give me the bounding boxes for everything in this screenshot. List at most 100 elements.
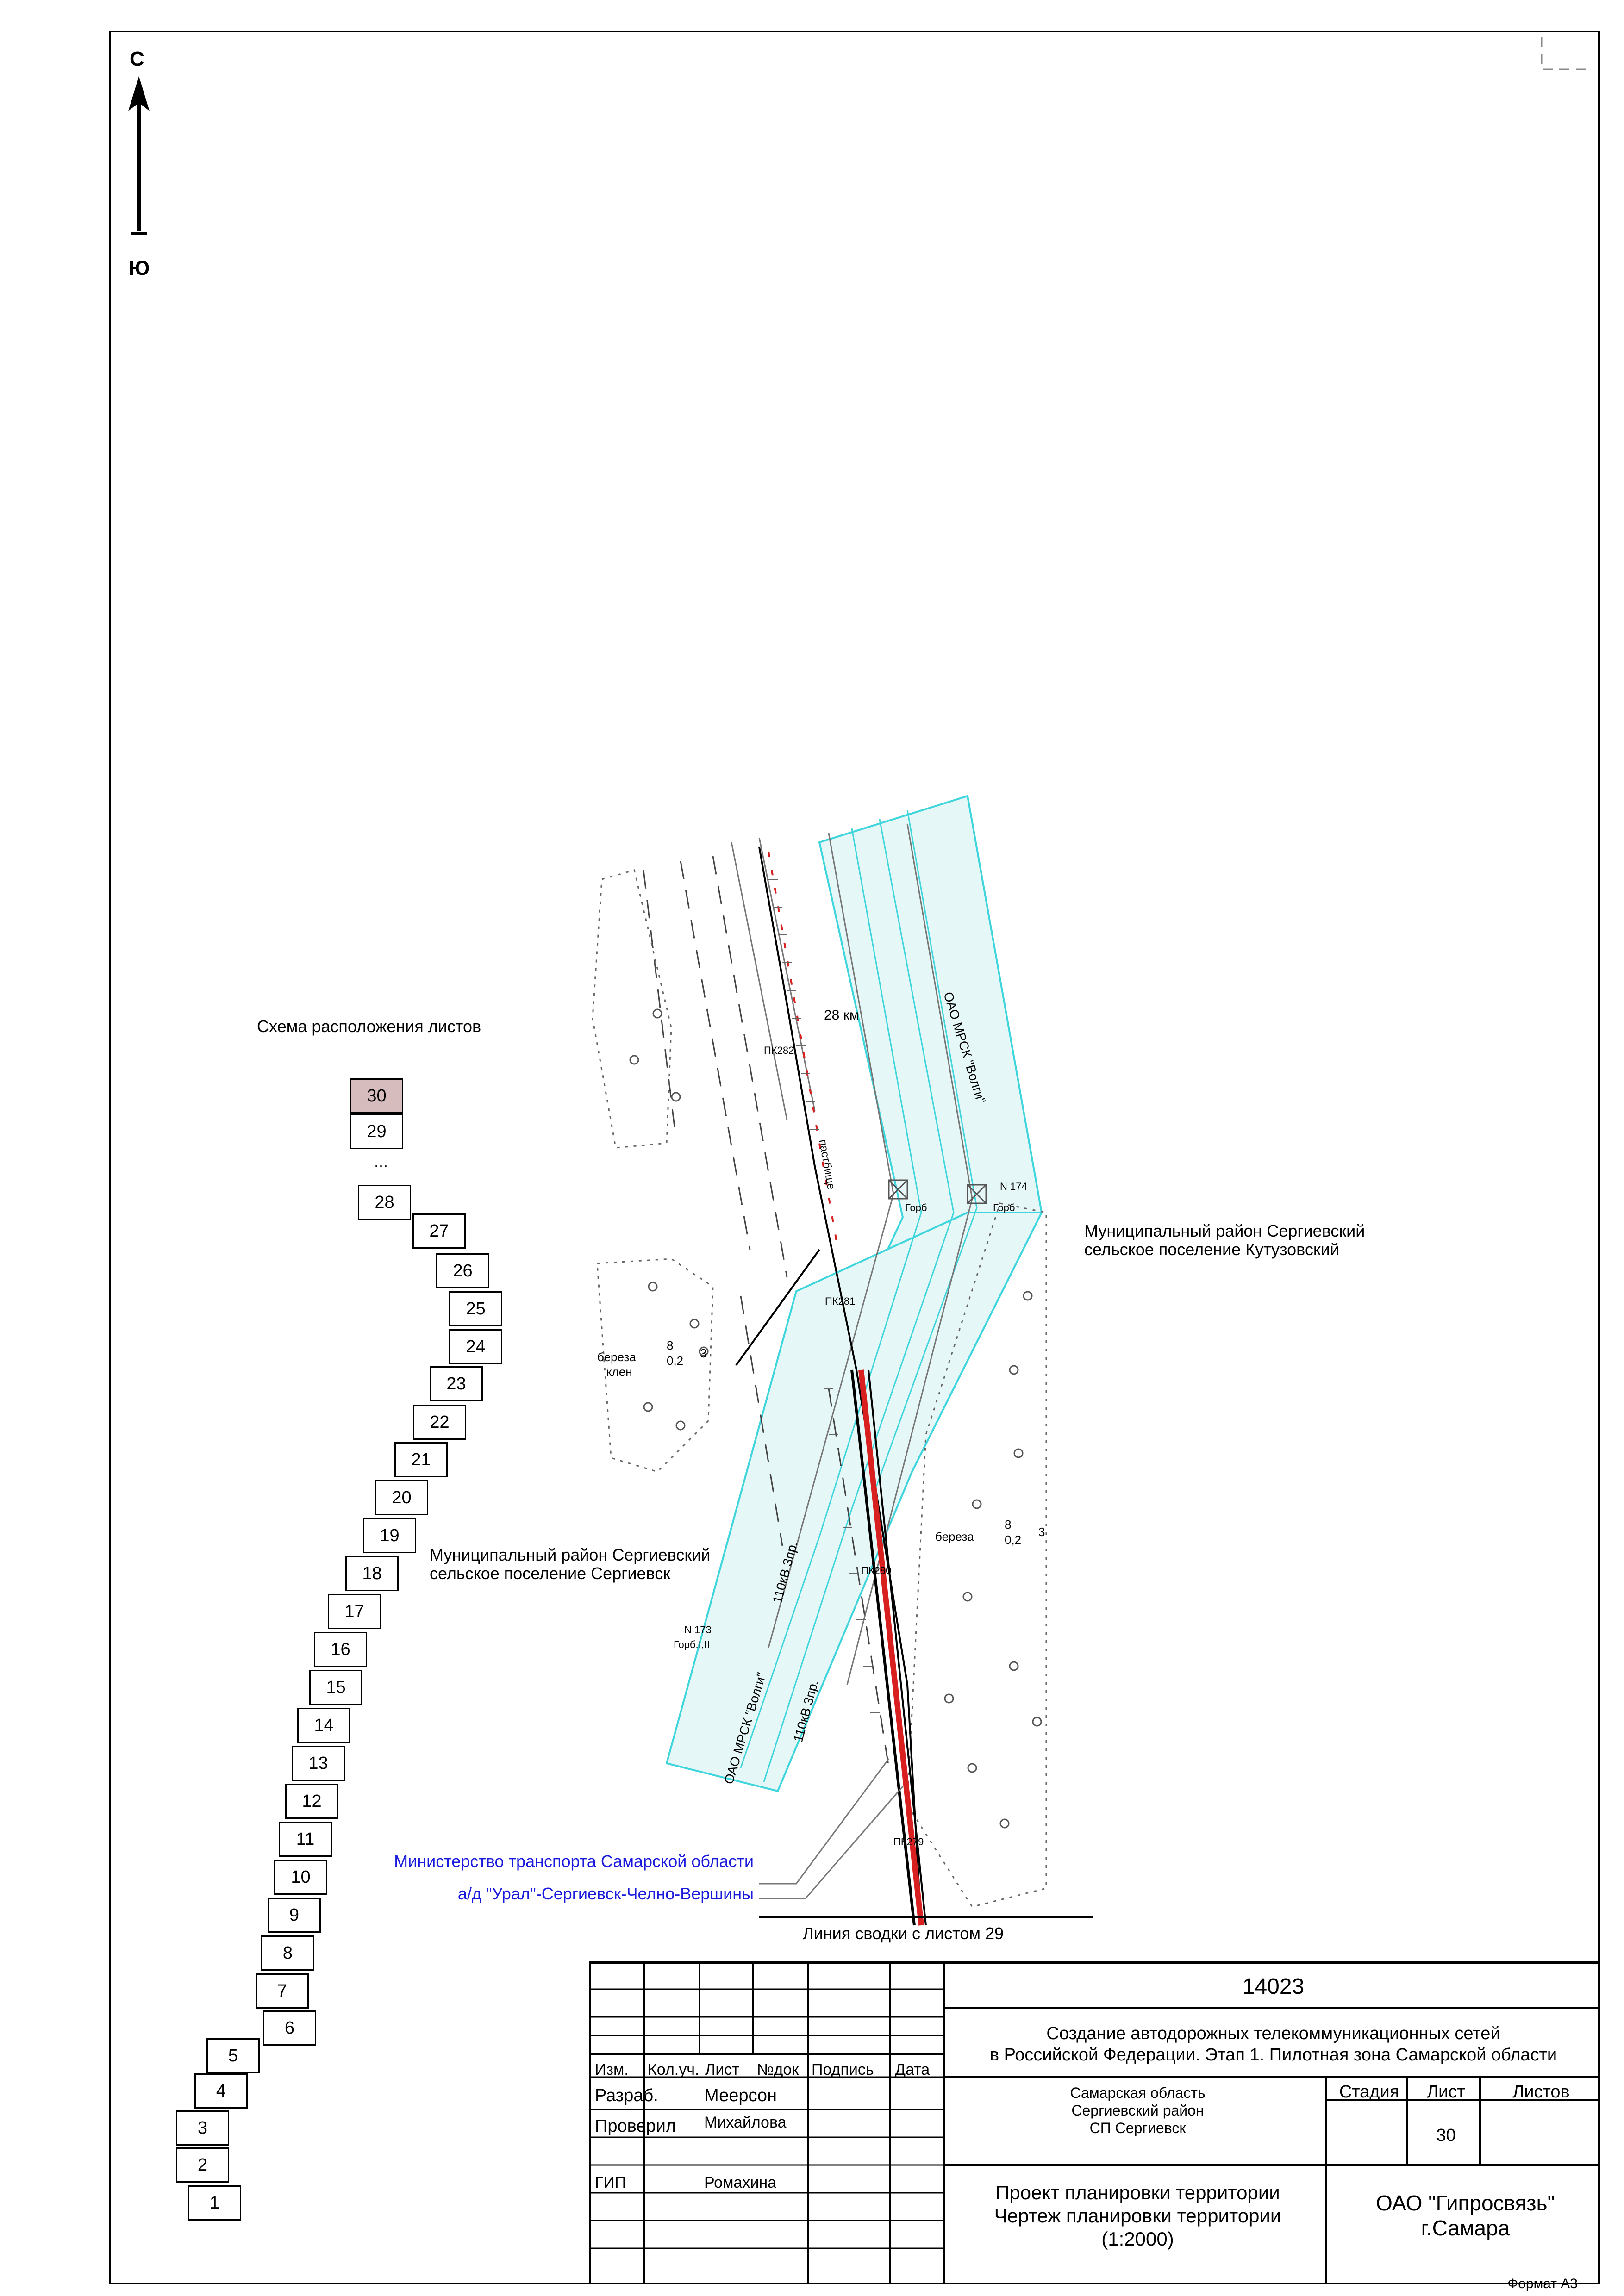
area-contours (592, 869, 1047, 1908)
role-developer: Разраб. (595, 2086, 658, 2105)
project-code: 14023 (1242, 1974, 1305, 1999)
tower-gorb-1 (888, 1179, 908, 1200)
field-boundaries (643, 856, 890, 1768)
district-right-line2: сельское поселение Кутузовский (1084, 1240, 1339, 1259)
north-arrow-icon (128, 76, 150, 235)
highway (768, 851, 927, 1926)
sheet-17[interactable]: 17 (328, 1594, 381, 1629)
km-label: 28 км (824, 1008, 859, 1023)
zone-line-1 (740, 828, 922, 1768)
sheet-14[interactable]: 14 (297, 1708, 350, 1743)
gorb-lower-label: Горб.I,II (674, 1639, 710, 1650)
name-developer: Меерсон (704, 2086, 777, 2105)
sheet-19[interactable]: 19 (363, 1518, 416, 1553)
tree-species-2: клен (606, 1365, 632, 1379)
pk279-label: ПК279 (893, 1836, 924, 1848)
name-checker: Михайлова (704, 2114, 787, 2131)
sheet-22[interactable]: 22 (413, 1405, 466, 1440)
sheet-1[interactable]: 1 (188, 2185, 241, 2221)
road-branch (735, 1249, 820, 1366)
sheet-13[interactable]: 13 (292, 1746, 345, 1781)
boundary-5 (828, 1388, 890, 1768)
zone-line-3 (874, 809, 978, 1491)
title-block-grid (589, 1961, 1600, 2284)
sheet-next[interactable]: 29 (350, 1114, 403, 1149)
sheet-21[interactable]: 21 (394, 1442, 448, 1477)
tree-left-height: 8 (667, 1338, 674, 1352)
district-left-line2: сельское поселение Сергиевск (430, 1564, 670, 1583)
sheet-6[interactable]: 6 (263, 2010, 316, 2046)
ministry-line1: Министерство транспорта Самарской област… (394, 1852, 754, 1871)
pk280-label: ПК280 (861, 1565, 892, 1576)
sheet-16[interactable]: 16 (314, 1632, 367, 1667)
format-label: Формат А3 (1507, 2276, 1578, 2291)
highway-red-band (858, 1369, 924, 1926)
tree-right-height: 8 (1005, 1518, 1012, 1531)
sheet-7[interactable]: 7 (256, 1973, 309, 2009)
protection-zones (665, 795, 1043, 1792)
tree-marks (629, 1008, 1042, 1829)
power-lines (731, 823, 973, 1685)
sheet-value: 30 (1436, 2126, 1456, 2145)
sheet-18[interactable]: 18 (345, 1556, 399, 1591)
location-line2: Сергиевский район (1071, 2102, 1204, 2119)
location-line3: СП Сергиевск (1089, 2120, 1186, 2136)
drawing-title-line1: Проект планировки территории (995, 2182, 1280, 2203)
sheet-24[interactable]: 24 (449, 1329, 502, 1364)
header-podpis: Подпись (812, 2061, 874, 2078)
name-gip: Ромахина (704, 2174, 777, 2191)
sheet-3[interactable]: 3 (176, 2110, 229, 2146)
role-checker: Проверил (595, 2116, 676, 2136)
tree-left-spacing: 3 (700, 1346, 707, 1360)
organization-city: г.Самара (1421, 2216, 1510, 2240)
tree-right-diameter: 0,2 (1005, 1533, 1022, 1547)
sheet-8[interactable]: 8 (261, 1935, 314, 1971)
match-line-label: Линия сводки с листом 29 (803, 1924, 1004, 1943)
header-kol-uch: Кол.уч. (648, 2061, 700, 2078)
pk282-label: ПК282 (764, 1045, 794, 1056)
sheet-15[interactable]: 15 (309, 1670, 362, 1705)
powerline-2 (906, 823, 973, 1199)
n174-label: N 174 (1000, 1181, 1027, 1192)
boundary-3 (712, 856, 788, 1278)
road-line (758, 846, 922, 1926)
district-right-line1: Муниципальный район Сергиевский (1084, 1221, 1365, 1240)
project-name-line2: в Российской Федерации. Этап 1. Пилотная… (989, 2045, 1557, 2065)
title-block: 14023 Создание автодорожных телекоммуник… (589, 1961, 1600, 2284)
planned-red-line (768, 851, 839, 1250)
sheet-9[interactable]: 9 (268, 1898, 321, 1933)
sheet-label: Лист (1427, 2082, 1465, 2102)
pk281-label: ПК281 (825, 1295, 856, 1307)
sheet-26[interactable]: 26 (436, 1253, 489, 1288)
stage-label: Стадия (1339, 2082, 1399, 2102)
sheet-11[interactable]: 11 (279, 1822, 332, 1857)
highway-edge-right (868, 1369, 927, 1926)
sheet-28[interactable]: 28 (358, 1185, 411, 1220)
tree-left-diameter: 0,2 (667, 1354, 684, 1368)
scheme-title: Схема расположения листов (257, 1017, 481, 1036)
project-name-line1: Создание автодорожных телекоммуникационн… (1046, 2024, 1500, 2043)
sheet-2[interactable]: 2 (176, 2147, 229, 2183)
drawing-frame (109, 31, 1600, 2284)
sheet-27[interactable]: 27 (412, 1213, 466, 1249)
tree-species-1: береза (597, 1350, 636, 1364)
sheets-label: Листов (1512, 2082, 1570, 2102)
sheet-20[interactable]: 20 (375, 1480, 428, 1515)
header-izm: Изм. (595, 2061, 629, 2078)
sheet-12[interactable]: 12 (285, 1784, 338, 1819)
sheet-current[interactable]: 30 (350, 1078, 403, 1114)
scheme-ellipsis: ... (374, 1152, 388, 1171)
sheet-25[interactable]: 25 (449, 1291, 502, 1326)
road-ticks (768, 879, 880, 1713)
tree-right-spacing: 3 (1038, 1525, 1045, 1539)
sheet-10[interactable]: 10 (274, 1860, 327, 1895)
compass-south-label: Ю (129, 257, 150, 280)
sheet-23[interactable]: 23 (430, 1366, 483, 1401)
header-data: Дата (895, 2061, 930, 2078)
sheet-4[interactable]: 4 (194, 2073, 248, 2109)
sheet-5[interactable]: 5 (206, 2038, 260, 2073)
boundary-1 (643, 870, 677, 1139)
powerline-3 (768, 1194, 894, 1648)
header-ndok: №док (757, 2061, 799, 2078)
